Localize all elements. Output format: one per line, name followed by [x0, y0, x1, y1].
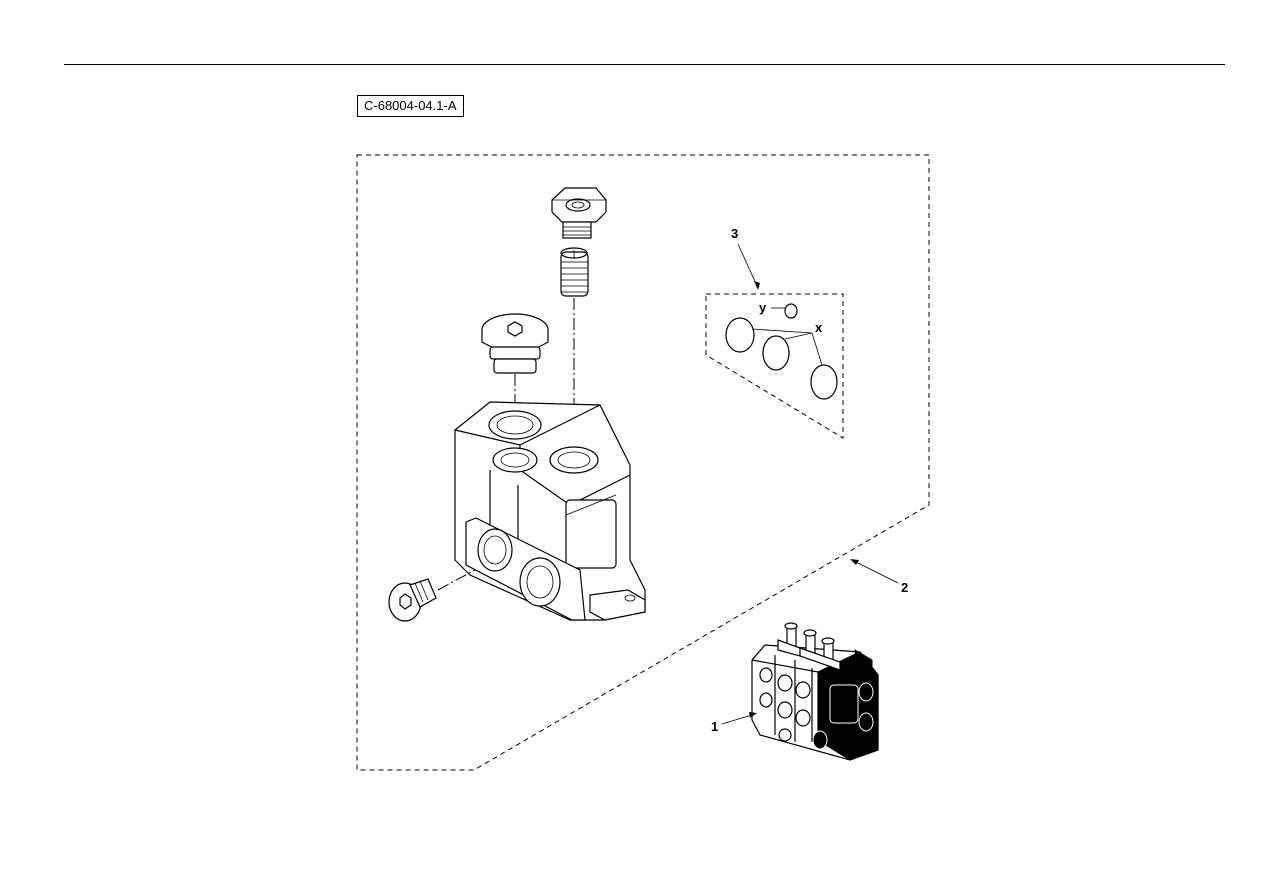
seal-label-x: x	[815, 320, 823, 335]
callout-2-leader	[851, 559, 899, 584]
callout-3-arrowhead	[754, 281, 760, 290]
inlet-cover-body	[454, 401, 646, 621]
hex-socket-plug-upper	[481, 313, 549, 374]
o-ring-large-x-3	[810, 364, 838, 400]
figure-id-label: C-68004-04.1-A	[357, 95, 464, 117]
control-valve-assembly	[751, 622, 879, 761]
o-ring-large-x-2	[762, 335, 790, 371]
callout-3-number: 3	[731, 226, 738, 241]
hex-socket-plug-lower	[388, 578, 437, 622]
leader-x	[751, 328, 823, 366]
callout-1-leader	[721, 713, 756, 725]
callout-2-number: 2	[901, 580, 908, 595]
header-rule	[64, 64, 1225, 65]
seal-kit-boundary-dashed	[705, 293, 844, 439]
callout-1-number: 1	[711, 719, 718, 734]
center-line-lower-plug	[437, 569, 476, 591]
callout-3-leader	[737, 243, 759, 289]
callout-1-arrowhead	[749, 712, 757, 718]
callout-2-arrowhead	[850, 559, 859, 565]
seal-label-y: y	[759, 300, 767, 315]
hex-plug	[551, 187, 607, 239]
threaded-insert	[560, 247, 589, 297]
o-ring-large-x-1	[725, 317, 755, 353]
kit-boundary-dashed	[356, 154, 930, 771]
o-ring-small-y	[784, 303, 798, 319]
